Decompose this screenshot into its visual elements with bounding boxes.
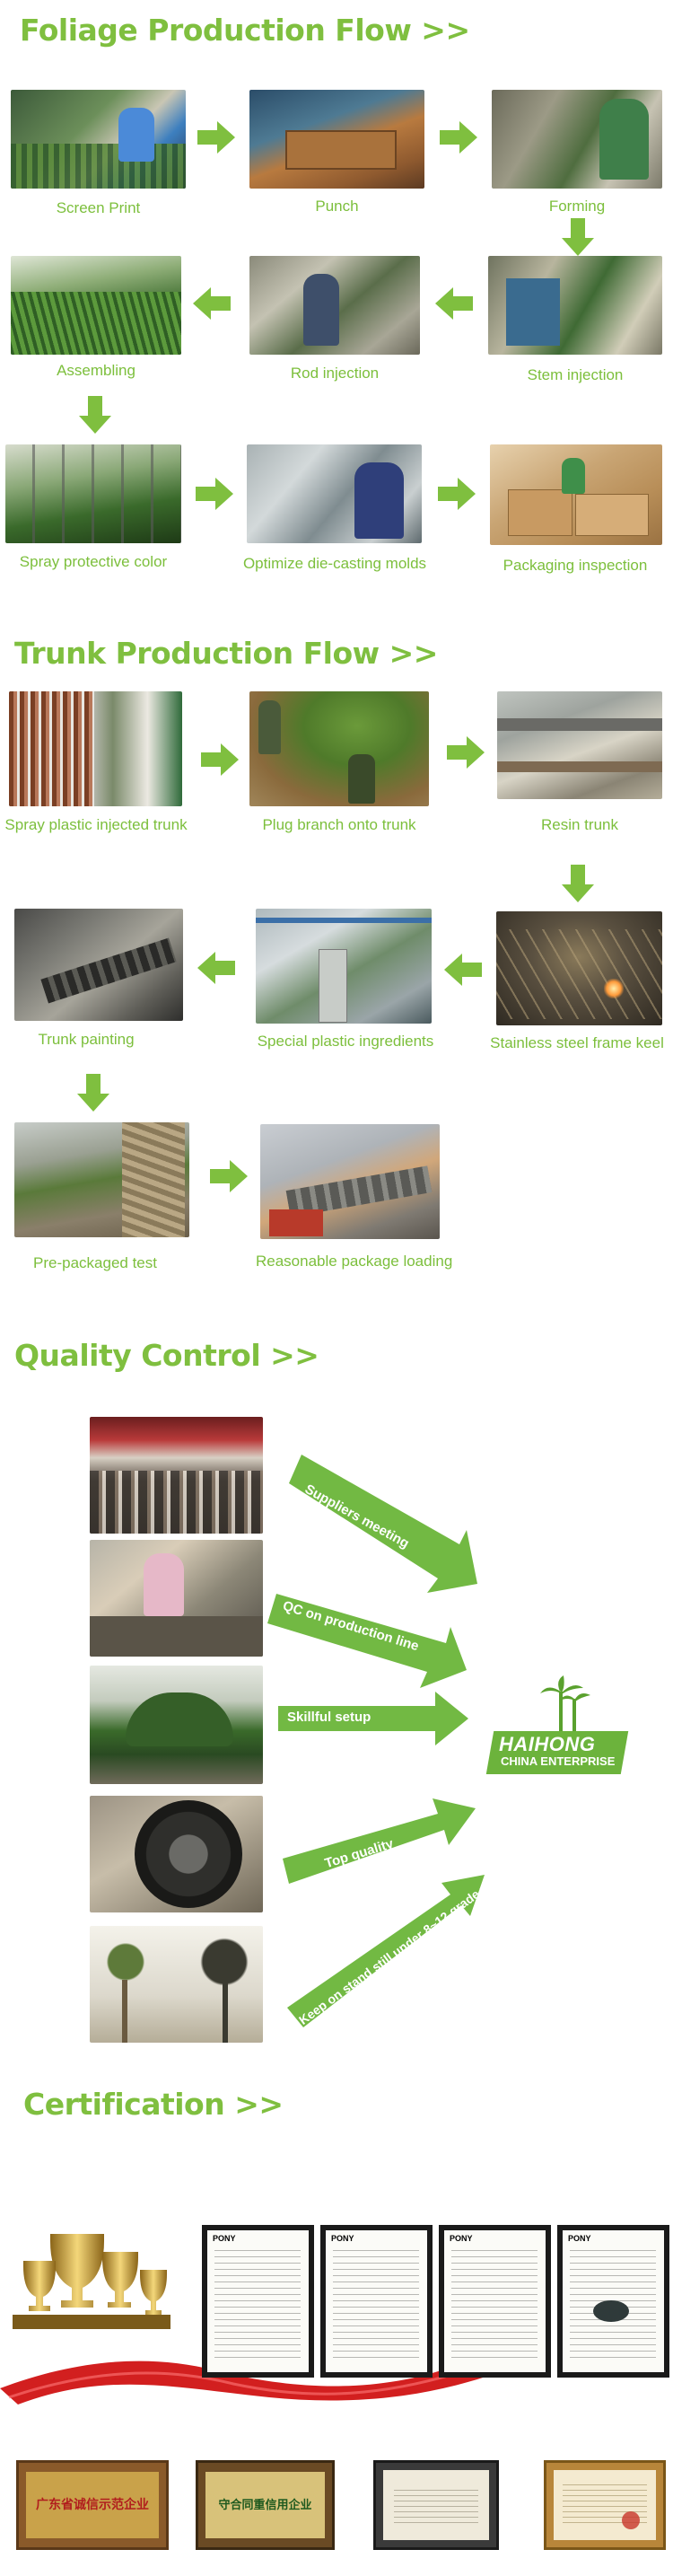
qc-arrow-production-line [267, 1594, 467, 1688]
arrow-down-icon [562, 865, 594, 902]
spray-plastic-trunk-photo [9, 691, 182, 806]
arrow-right-icon [196, 478, 233, 510]
arrow-left-icon [444, 954, 482, 986]
trophies-image [5, 2225, 197, 2351]
arrow-down-icon [562, 218, 594, 256]
step-screen-print-label: Screen Print [56, 199, 141, 216]
test-report-4: PONY [557, 2225, 669, 2378]
test-report-3: PONY [439, 2225, 551, 2378]
qc-production-line-photo [90, 1540, 263, 1657]
certificate-frame-4 [544, 2460, 666, 2550]
certificate-frame-3 [373, 2460, 499, 2550]
arrow-right-icon [440, 121, 477, 154]
pre-packaged-test-photo [14, 1122, 189, 1237]
palm-tree-icon [516, 1672, 596, 1745]
arrow-right-icon [447, 736, 485, 769]
screen-print-photo [11, 90, 186, 189]
step-forming-label: Forming [548, 198, 606, 215]
plug-branch-photo [249, 691, 429, 806]
spray-protective-color-photo [5, 444, 181, 543]
assembling-photo [11, 256, 181, 355]
step-resin-trunk-label: Resin trunk [541, 816, 618, 833]
haihong-logo: HAIHONG CHINA ENTERPRISE [485, 1663, 634, 1780]
test-report-2: PONY [320, 2225, 433, 2378]
die-casting-molds-photo [247, 444, 422, 543]
stainless-steel-frame-photo [496, 911, 662, 1025]
step-packaging-inspection-label: Packaging inspection [503, 557, 648, 574]
step-punch-label: Punch [315, 198, 359, 215]
logo-subtitle: CHINA ENTERPRISE [501, 1754, 616, 1768]
wind-test-photo [90, 1926, 263, 2043]
step-optimize-die-casting-label: Optimize die-casting molds [242, 555, 427, 572]
arrow-right-icon [197, 121, 235, 154]
step-stem-injection-label: Stem injection [527, 366, 624, 383]
step-spray-protective-color-label: Spray protective color [19, 553, 168, 570]
special-plastic-ingredients-photo [256, 909, 432, 1024]
report-brand: PONY [213, 2234, 236, 2243]
step-rod-injection-label: Rod injection [290, 365, 380, 382]
punch-photo [249, 90, 424, 189]
report-brand: PONY [450, 2234, 473, 2243]
trunk-section-title: Trunk Production Flow >> [14, 636, 438, 671]
qc-arrow-skillful-setup [278, 1692, 468, 1745]
qc-arrow-wind [287, 1875, 485, 2027]
step-special-plastic-label: Special plastic ingredients [257, 1033, 434, 1050]
step-pre-packaged-test-label: Pre-packaged test [33, 1254, 157, 1271]
forming-photo [492, 90, 662, 189]
arrow-down-icon [77, 1074, 109, 1112]
step-assembling-label: Assembling [57, 362, 135, 379]
arrow-right-icon [201, 743, 239, 776]
step-package-loading-label: Reasonable package loading [256, 1253, 453, 1270]
plaque-text: 广东省诚信示范企业 [36, 2497, 149, 2511]
arrow-left-icon [435, 287, 473, 320]
plaque-contract: 守合同重信用企业 [196, 2460, 335, 2550]
quality-section-title: Quality Control >> [14, 1338, 319, 1373]
trophy-icon [13, 2234, 170, 2329]
red-ribbon-decoration [0, 2343, 538, 2405]
trunk-painting-photo [14, 909, 183, 1021]
rod-injection-photo [249, 256, 420, 355]
resin-trunk-photo [497, 691, 662, 799]
report-brand: PONY [568, 2234, 591, 2243]
qc-arrow-top-quality [283, 1798, 476, 1884]
step-trunk-painting-label: Trunk painting [38, 1031, 135, 1048]
arrow-right-icon [438, 478, 476, 510]
qc-label-skillful-setup: Skillful setup [287, 1710, 371, 1725]
package-loading-photo [260, 1124, 440, 1239]
arrow-down-icon [79, 396, 111, 434]
arrow-right-icon [210, 1160, 248, 1192]
report-brand: PONY [331, 2234, 354, 2243]
qc-arrow-suppliers [289, 1455, 477, 1593]
logo-brand: HAIHONG [499, 1733, 596, 1755]
skillful-setup-photo [90, 1666, 263, 1784]
plaque-text: 守合同重信用企业 [218, 2498, 312, 2511]
step-stainless-steel-label: Stainless steel frame keel [490, 1034, 664, 1051]
suppliers-meeting-photo [90, 1417, 263, 1534]
step-plug-branch-label: Plug branch onto trunk [262, 816, 416, 833]
arrow-left-icon [193, 287, 231, 320]
step-spray-plastic-trunk-label: Spray plastic injected trunk [4, 816, 188, 833]
plaque-integrity: 广东省诚信示范企业 [16, 2460, 169, 2550]
test-report-1: PONY [202, 2225, 314, 2378]
foliage-section-title: Foliage Production Flow >> [20, 13, 470, 48]
top-quality-photo [90, 1796, 263, 1912]
arrow-left-icon [197, 952, 235, 984]
packaging-inspection-photo [490, 444, 662, 545]
stem-injection-photo [488, 256, 662, 355]
certification-section-title: Certification >> [23, 2087, 284, 2122]
